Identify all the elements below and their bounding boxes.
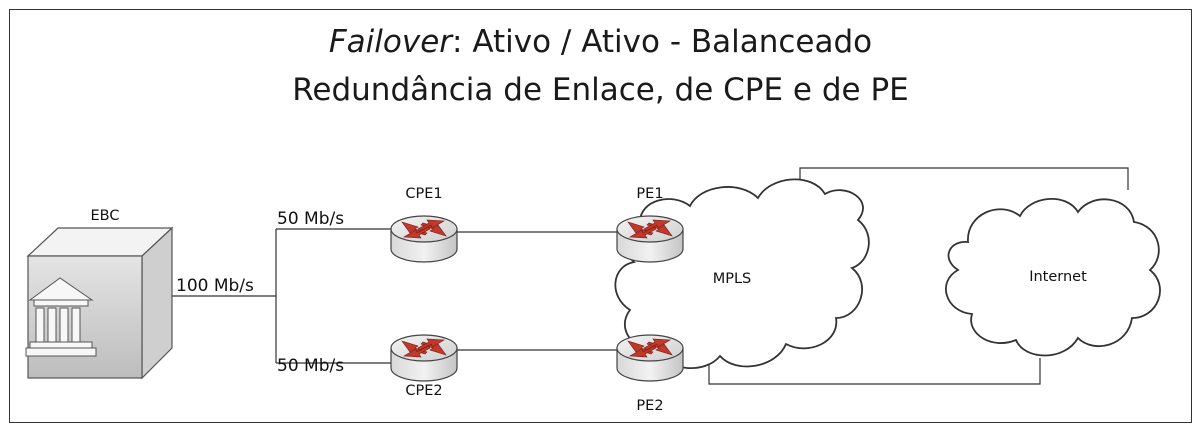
title-failover: Failover — [328, 24, 453, 60]
link-mpls-internet-bottom — [708, 358, 1041, 385]
cpe2-link-label: 50 Mb/s — [277, 356, 344, 376]
cpe1-link-label: 50 Mb/s — [277, 209, 344, 229]
connection-lines — [172, 167, 1129, 385]
internet-cloud — [945, 198, 1161, 357]
diagram-title-line1: Failover: Ativo / Ativo - Balanceado — [0, 24, 1201, 60]
pe1-router-icon — [616, 215, 684, 263]
cpe1-router-icon — [390, 215, 458, 263]
ebc-building-icon — [25, 226, 174, 380]
pe2-router-icon — [616, 334, 684, 382]
link-mpls-internet-top — [799, 167, 1129, 190]
cpe1-label: CPE1 — [405, 186, 442, 202]
mpls-label: MPLS — [713, 271, 752, 287]
ebc-label: EBC — [91, 208, 120, 224]
internet-label: Internet — [1029, 269, 1087, 285]
pe1-label: PE1 — [636, 186, 663, 202]
ebc-uplink-label: 100 Mb/s — [176, 276, 254, 296]
pe2-label: PE2 — [636, 398, 663, 414]
cpe2-router-icon — [390, 334, 458, 382]
title-mode: : Ativo / Ativo - Balanceado — [452, 24, 873, 60]
cpe2-label: CPE2 — [405, 383, 442, 399]
diagram-title-line2: Redundância de Enlace, de CPE e de PE — [292, 72, 909, 108]
